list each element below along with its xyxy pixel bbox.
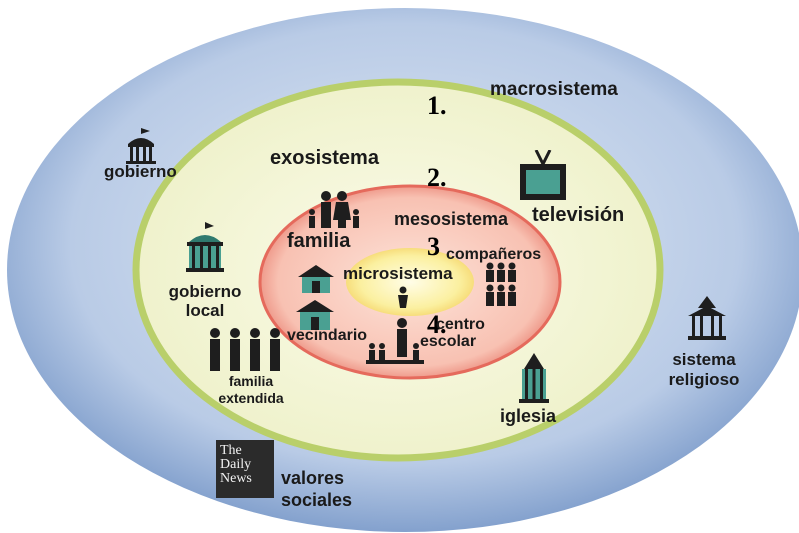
companeros-label: compañeros bbox=[446, 246, 542, 263]
sistema-religioso-label: sistema religioso bbox=[644, 350, 764, 390]
number-1: 1. bbox=[427, 91, 447, 120]
mesosystem-label: mesosistema bbox=[394, 209, 509, 229]
exosystem-label: exosistema bbox=[270, 147, 379, 169]
iglesia-label: iglesia bbox=[500, 406, 557, 426]
gobierno-local-line-1: gobierno bbox=[168, 282, 242, 301]
classmates-icon bbox=[486, 262, 516, 306]
familia-label: familia bbox=[287, 230, 351, 252]
number-2: 2. bbox=[427, 163, 447, 192]
familia-extendida-line-1: familia bbox=[228, 373, 274, 389]
teacher-students-icon bbox=[366, 318, 424, 364]
sistema-religioso-line-2: religioso bbox=[668, 370, 740, 389]
familia-extendida-label: familia extendida bbox=[196, 373, 306, 407]
number-3: 3 bbox=[427, 232, 440, 261]
valores-sociales-label: valores sociales bbox=[281, 467, 352, 511]
newspaper-line-2: Daily bbox=[220, 457, 252, 472]
gobierno-label: gobierno bbox=[104, 162, 177, 181]
familia-extendida-line-2: extendida bbox=[218, 390, 284, 406]
valores-sociales-line-2: sociales bbox=[281, 490, 353, 510]
local-government-building-icon bbox=[186, 222, 224, 272]
centro-escolar-line-2: escolar bbox=[420, 333, 477, 350]
neighborhood-house-icon bbox=[296, 300, 334, 330]
centro-escolar-label: centro escolar bbox=[420, 316, 485, 350]
extended-family-icon bbox=[210, 328, 280, 371]
macrosystem-label: macrosistema bbox=[490, 79, 618, 100]
gobierno-local-label: gobierno local bbox=[150, 282, 260, 320]
newspaper-icon: The Daily News bbox=[216, 440, 274, 498]
sistema-religioso-line-1: sistema bbox=[672, 350, 736, 369]
valores-sociales-line-1: valores bbox=[281, 468, 345, 488]
gobierno-local-line-2: local bbox=[185, 301, 225, 320]
religious-temple-icon bbox=[688, 296, 726, 340]
number-4: 4. bbox=[427, 310, 447, 339]
government-building-icon bbox=[126, 128, 156, 164]
church-icon bbox=[519, 353, 549, 403]
vecindario-label: vecindario bbox=[287, 327, 368, 344]
child-icon bbox=[398, 286, 408, 308]
microsystem-label: microsistema bbox=[343, 264, 453, 283]
centro-escolar-line-1: centro bbox=[436, 316, 485, 333]
family-icon bbox=[309, 191, 359, 228]
television-icon bbox=[520, 150, 566, 200]
newspaper-line-3: News bbox=[220, 471, 252, 486]
newspaper-line-1: The bbox=[220, 443, 242, 458]
house-icon bbox=[298, 265, 334, 293]
television-label: televisión bbox=[532, 204, 625, 226]
microsystem-ring bbox=[346, 248, 474, 316]
